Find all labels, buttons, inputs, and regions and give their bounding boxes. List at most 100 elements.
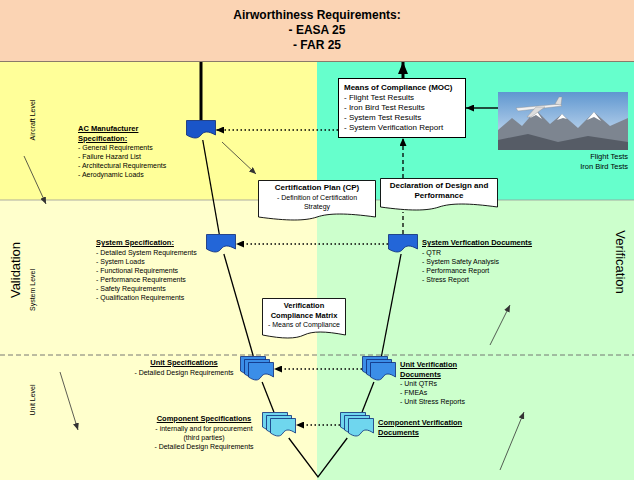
heading-text: Means of Compliance (MOC) (344, 83, 460, 93)
connector (274, 368, 362, 369)
item-text: - Stress Report (422, 275, 547, 284)
connector (216, 129, 338, 130)
callout-sheet (381, 179, 498, 211)
spec-document: System Verfication Documents- QTR- Syste… (388, 234, 418, 254)
flow-arrow (222, 142, 256, 174)
heading-text: System Specification: (96, 238, 202, 248)
connector (236, 243, 388, 244)
connector (203, 140, 219, 234)
flow-arrow (490, 305, 510, 345)
level-divider-dashed (0, 355, 634, 356)
spec-document: Unit Specifications- Detailed Design Req… (240, 356, 274, 382)
validation-region (0, 200, 317, 480)
heading-text: Verification Compliance Matrix (267, 301, 341, 320)
heading-text: Certification Plan (CP) (263, 183, 371, 193)
callout-sheet (263, 299, 346, 339)
item-text: - FAR 25 (293, 38, 341, 53)
callout-document: Declaration of Design and Performance (380, 178, 498, 212)
document-icon (388, 234, 418, 254)
level-label: Aircraft Level (29, 100, 36, 141)
document-icon (362, 356, 396, 382)
connector (296, 424, 340, 425)
document-sheet (371, 363, 396, 381)
aircraft-tail (555, 97, 562, 105)
item-text: - System Test Results (344, 113, 460, 123)
heading-text: Airworthiness Requirements: (233, 8, 400, 23)
item-text: - Performance Report (422, 266, 547, 275)
heading-text: Unit Specifications (132, 358, 236, 368)
document-sheet (187, 121, 216, 139)
item-text: - Performance Requirements (96, 275, 202, 284)
item-text: - EASA 25 (289, 23, 346, 38)
connector (381, 254, 401, 356)
aircraft-validation-region (0, 62, 317, 200)
spec-document: AC Manufacturer Specification:- General … (186, 120, 216, 140)
item-text: - Detailed Design Requirements (150, 442, 258, 451)
item-text: - Functional Requirements (96, 266, 202, 275)
connector (402, 62, 405, 78)
document-icon (186, 120, 216, 140)
item-text: - Unit Stress Reports (400, 397, 480, 406)
document-icon (206, 234, 236, 254)
item-text: - Failure Hazard List (78, 152, 182, 161)
flow-arrow (60, 372, 78, 430)
aircraft-wing (527, 107, 545, 117)
text-group: System Specification:- Detailed System R… (96, 238, 202, 302)
text-group: Component Specifications- internally and… (150, 414, 258, 451)
text-group: Component Verification Documents (378, 418, 478, 437)
item-text: - Flight Test Results (344, 93, 460, 103)
foreground (498, 134, 628, 150)
flow-arrow (500, 412, 524, 470)
item-text: - Qualification Requirements (96, 293, 202, 302)
connector (224, 254, 253, 356)
level-label: Unit Level (29, 384, 36, 415)
item-text: - Safety Requirements (96, 284, 202, 293)
document-sheet (249, 363, 274, 381)
item-text: - Definition of Certification Strategy (263, 193, 371, 211)
connector (466, 107, 498, 108)
side-label: Verification (613, 230, 628, 294)
spec-document: Component Specifications- internally and… (262, 412, 296, 438)
item-text: - Architectural Requirements (78, 161, 182, 170)
heading-text: System Verfication Documents (422, 238, 547, 248)
heading-text: Component Verification Documents (378, 418, 478, 437)
requirements-band: Airworthiness Requirements:- EASA 25- FA… (0, 0, 634, 62)
item-text: - FMEAs (400, 388, 480, 397)
test-photo: Flight TestsIron Bird Tests (498, 92, 628, 150)
heading-text: Unit Verification Documents (400, 360, 480, 379)
heading-text: Component Specifications (150, 414, 258, 424)
heading-text: Flight Tests (580, 152, 628, 162)
item-text: Iron Bird Tests (580, 162, 628, 172)
flow-arrow (24, 156, 46, 204)
level-label: System Level (29, 269, 36, 311)
document-sheet (271, 419, 296, 437)
item-text: - internally and for procurement (third … (150, 424, 258, 442)
document-icon (240, 356, 274, 382)
snow (587, 112, 601, 121)
item-text: - General Requirements (78, 143, 182, 152)
callout-document: Verification Compliance Matrix- Means of… (262, 298, 346, 340)
connector (402, 212, 403, 234)
connector (402, 138, 403, 178)
caption-group: Flight TestsIron Bird Tests (580, 152, 628, 171)
item-text: - Means of Compliance (267, 320, 341, 329)
document-sheet (349, 419, 374, 437)
text-group: System Verfication Documents- QTR- Syste… (422, 238, 547, 284)
verification-region (317, 200, 634, 480)
item-text: - Aerodynamic Loads (78, 170, 182, 179)
spec-document: Component Verification Documents (340, 412, 374, 438)
text-group: Unit Specifications- Detailed Design Req… (132, 358, 236, 377)
text-group: AC Manufacturer Specification:- General … (78, 124, 182, 179)
compliance-box: Means of Compliance (MOC)- Flight Test R… (338, 78, 466, 138)
item-text: - System Loads (96, 257, 202, 266)
heading-text: AC Manufacturer Specification: (78, 124, 182, 143)
sky (498, 92, 628, 150)
callout-document: Certification Plan (CP)- Definition of C… (258, 180, 376, 222)
flight-test-photo (498, 92, 628, 150)
mountains (498, 110, 628, 150)
connector (362, 382, 374, 412)
